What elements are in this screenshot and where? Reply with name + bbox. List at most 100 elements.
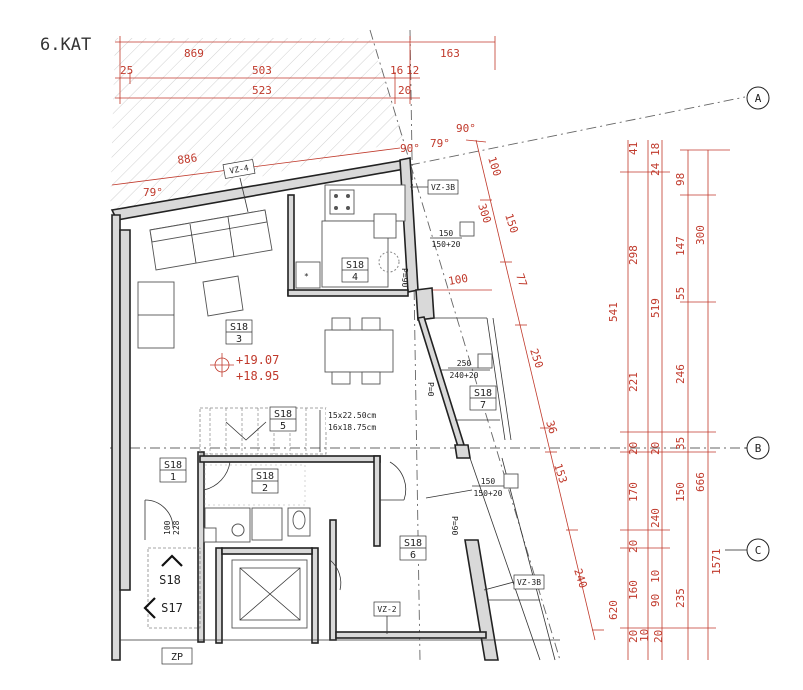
svg-text:16x18.75cm: 16x18.75cm xyxy=(328,423,376,432)
room-tag-6: S18 6 xyxy=(399,535,427,561)
dim-240-r: 240 xyxy=(649,508,662,528)
svg-text:S18: S18 xyxy=(404,538,422,549)
dim-235: 235 xyxy=(674,588,687,608)
svg-text:250: 250 xyxy=(457,359,472,368)
svg-text:VZ-2: VZ-2 xyxy=(377,605,396,614)
axis-marker-a: A xyxy=(746,86,770,110)
dim-163: 163 xyxy=(440,47,460,60)
axis-marker-b: B xyxy=(745,436,770,460)
dim-diag-153: 153 xyxy=(551,462,570,485)
dim-12: 12 xyxy=(406,64,419,77)
svg-text:6: 6 xyxy=(410,550,416,561)
dim-diag-150: 150 xyxy=(502,212,521,235)
interior-stairs xyxy=(199,407,327,455)
dim-541: 541 xyxy=(607,302,620,322)
room-tag-1: S18 1 xyxy=(159,457,187,483)
dim-diag-100: 100 xyxy=(485,155,504,178)
axis-line-diagonal-2 xyxy=(409,29,421,661)
svg-text:A: A xyxy=(755,92,762,105)
dim-20-c: 20 xyxy=(627,540,640,553)
dim-519: 519 xyxy=(649,298,662,318)
svg-text:15x22.50cm: 15x22.50cm xyxy=(328,411,376,420)
svg-text:2: 2 xyxy=(262,483,268,494)
level-upper: +19.07 xyxy=(236,353,279,367)
dim-55: 55 xyxy=(674,287,687,300)
dim-diag-300: 300 xyxy=(475,202,494,225)
p-label-3: P=90 xyxy=(450,516,459,535)
room-tag-3: S18 3 xyxy=(225,319,253,345)
dim-16: 16 xyxy=(390,64,403,77)
dim-147: 147 xyxy=(674,236,687,256)
opening-tag-2: 250 240+20 xyxy=(448,353,493,380)
wall-tag-vz4: VZ-4 xyxy=(222,159,256,213)
dim-20-a: 20 xyxy=(627,442,640,455)
svg-text:S18: S18 xyxy=(164,460,182,471)
sofa xyxy=(149,209,273,271)
wall-tag-vz3b-top: VZ-3B xyxy=(410,179,459,195)
svg-text:5: 5 xyxy=(280,421,286,432)
room-tag-5: S18 5 xyxy=(269,406,297,432)
stair-code-s18: S18 xyxy=(159,573,181,587)
svg-text:150+20: 150+20 xyxy=(474,489,503,498)
stair-code-zp: ZP xyxy=(161,647,193,665)
stair-down-arrow xyxy=(143,597,156,619)
dim-300: 300 xyxy=(694,225,707,245)
svg-text:S18: S18 xyxy=(230,322,248,333)
dim-160: 160 xyxy=(627,580,640,600)
svg-text:*: * xyxy=(304,272,309,281)
coffee-table xyxy=(202,275,244,317)
dim-886: 886 xyxy=(177,151,198,167)
diagonal-dimensions: 100 300 150 77 250 36 153 240 100 xyxy=(432,139,604,641)
stair-code-s17: S17 xyxy=(161,601,183,615)
dim-35: 35 xyxy=(674,437,687,450)
dim-diag-77: 77 xyxy=(513,272,529,289)
dim-10-b: 10 xyxy=(638,629,651,642)
dim-diag-36: 36 xyxy=(543,419,559,436)
dim-24: 24 xyxy=(649,162,662,176)
svg-text:ZP: ZP xyxy=(171,652,183,663)
stair-up-arrow xyxy=(161,554,183,567)
dining-table xyxy=(324,317,394,385)
exterior-walls xyxy=(110,157,499,661)
svg-text:S18: S18 xyxy=(274,409,292,420)
dim-18: 18 xyxy=(649,143,662,156)
p-label-1: P=90 xyxy=(400,268,409,287)
axis-marker-c: C xyxy=(725,538,770,562)
right-dimensions: 41 18 24 98 298 147 300 541 519 55 221 2… xyxy=(607,140,730,660)
angle-90-b: 90° xyxy=(400,142,420,155)
dim-620: 620 xyxy=(607,600,620,620)
svg-text:7: 7 xyxy=(480,400,486,411)
kitchen-counter: * xyxy=(295,184,406,289)
svg-text:S18: S18 xyxy=(346,260,364,271)
wall-tag-vz3b-bottom: VZ-3B xyxy=(483,574,545,591)
dim-diag-240: 240 xyxy=(571,567,590,590)
dim-523: 523 xyxy=(252,84,272,97)
floor-label: 6.KAT xyxy=(40,35,91,55)
svg-text:4: 4 xyxy=(352,272,358,283)
dim-150-r: 150 xyxy=(674,482,687,502)
dim-221: 221 xyxy=(627,372,640,392)
door-size-label: 100228 xyxy=(163,520,181,535)
dim-20-e: 20 xyxy=(652,630,665,643)
svg-text:150: 150 xyxy=(481,477,496,486)
room-tag-4: S18 4 xyxy=(341,257,369,283)
dim-25: 25 xyxy=(120,64,133,77)
svg-text:150: 150 xyxy=(439,229,454,238)
angle-labels: 79° 90° 90° 79° xyxy=(143,122,476,199)
dim-20-d: 20 xyxy=(627,630,640,643)
angle-79-left: 79° xyxy=(143,186,163,199)
door-size-line: 100 xyxy=(163,520,172,535)
level-marker: +19.07 +18.95 xyxy=(210,353,279,383)
p-label-2: P=0 xyxy=(426,382,435,397)
svg-text:100228: 100228 xyxy=(163,520,181,535)
dim-41: 41 xyxy=(627,142,640,155)
opening-tag-3: 150 150+20 xyxy=(425,473,519,499)
level-lower: +18.95 xyxy=(236,369,279,383)
svg-text:B: B xyxy=(755,442,762,455)
dim-666: 666 xyxy=(694,472,707,492)
stair-core-outline xyxy=(147,547,201,629)
dim-98: 98 xyxy=(674,173,687,186)
interior-walls xyxy=(197,194,487,644)
dim-246: 246 xyxy=(674,364,687,384)
